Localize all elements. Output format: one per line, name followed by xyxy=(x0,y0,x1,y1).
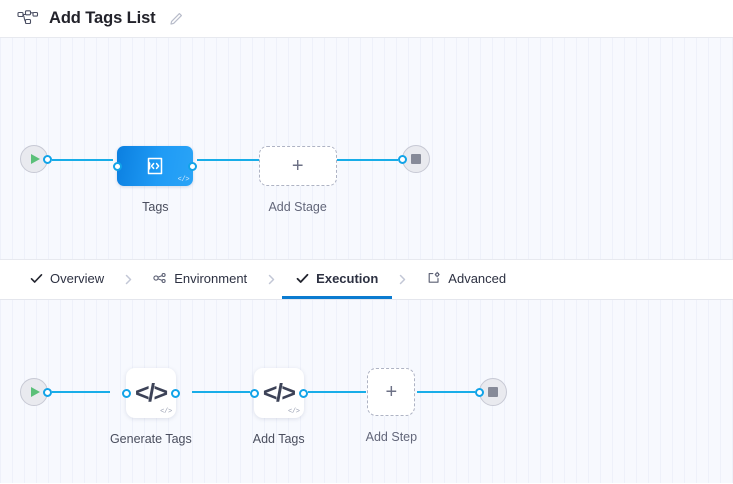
step-add-tags[interactable]: </> </> xyxy=(253,368,304,418)
generate-tags-output-port[interactable] xyxy=(170,388,180,398)
step-node-generate-tags[interactable]: </> </> Generate Tags xyxy=(110,368,192,446)
stage-node-tags[interactable]: </> Tags xyxy=(113,146,198,214)
check-icon xyxy=(30,272,43,285)
tab-separator xyxy=(392,260,413,299)
step-node-add-tags[interactable]: </> </> Add Tags xyxy=(249,368,308,446)
step-label-generate-tags: Generate Tags xyxy=(109,432,192,446)
edge-start-to-tags xyxy=(52,159,114,161)
tab-advanced[interactable]: Advanced xyxy=(413,260,520,299)
edge-add-step-to-end xyxy=(417,391,476,393)
code-file-icon xyxy=(144,155,166,177)
step-badge: </> xyxy=(160,408,172,416)
stage-end-node[interactable] xyxy=(397,145,430,173)
add-stage-button[interactable]: + xyxy=(258,146,337,186)
add-step-button[interactable]: + xyxy=(367,368,416,416)
plus-icon: + xyxy=(385,381,398,403)
add-tags-input-port[interactable] xyxy=(249,388,259,398)
tab-separator xyxy=(118,260,139,299)
start-output-port[interactable] xyxy=(43,154,52,164)
code-icon: </> xyxy=(135,378,168,407)
stage-flow: </> Tags + Add Stage xyxy=(0,145,733,214)
edge-tags-to-addstage xyxy=(197,159,259,161)
step-generate-tags[interactable]: </> </> xyxy=(125,368,176,418)
page-header: Add Tags List xyxy=(0,0,733,38)
code-icon: </> xyxy=(262,378,296,407)
environment-icon xyxy=(153,271,167,285)
add-step-node[interactable]: + Add Step xyxy=(366,368,417,444)
tab-overview[interactable]: Overview xyxy=(16,260,118,299)
add-stage-node[interactable]: + Add Stage xyxy=(258,146,337,214)
stage-badge: </> xyxy=(177,176,190,184)
tags-input-port[interactable] xyxy=(113,161,123,171)
stage-label-tags: Tags xyxy=(142,200,169,214)
add-stage-label: Add Stage xyxy=(268,200,327,214)
plus-icon: + xyxy=(291,155,304,177)
tags-output-port[interactable] xyxy=(188,161,198,171)
stage-start-node[interactable] xyxy=(20,145,52,173)
tab-execution[interactable]: Execution xyxy=(282,260,393,299)
execution-flow: </> </> Generate Tags </> </> Add Tags xyxy=(0,368,733,446)
tab-label-overview: Overview xyxy=(50,270,105,286)
page-title: Add Tags List xyxy=(49,9,156,27)
tab-label-environment: Environment xyxy=(174,270,248,286)
edge-add-tags-to-add-step xyxy=(307,391,366,393)
advanced-icon xyxy=(427,271,441,285)
edge-start-to-generate-tags xyxy=(52,391,110,393)
add-step-label: Add Step xyxy=(365,430,418,444)
step-label-add-tags: Add Tags xyxy=(252,432,305,446)
pipeline-icon xyxy=(17,9,39,28)
execution-end-node[interactable] xyxy=(475,378,508,406)
exec-end-input-port[interactable] xyxy=(475,387,485,397)
edge-addstage-to-end xyxy=(336,159,398,161)
edge-generate-tags-to-add-tags xyxy=(191,391,250,393)
execution-start-node[interactable] xyxy=(20,378,52,406)
generate-tags-input-port[interactable] xyxy=(121,388,131,398)
section-tabs[interactable]: Overview Environment Execution xyxy=(0,260,733,300)
stage-tags[interactable]: </> xyxy=(117,146,194,186)
end-input-port[interactable] xyxy=(397,154,407,164)
tab-environment[interactable]: Environment xyxy=(139,260,261,299)
check-icon xyxy=(296,272,309,285)
tab-label-advanced: Advanced xyxy=(448,270,507,286)
execution-canvas[interactable]: </> </> Generate Tags </> </> Add Tags xyxy=(0,300,733,483)
tab-label-execution: Execution xyxy=(316,270,379,286)
tab-separator xyxy=(261,260,282,299)
step-badge: </> xyxy=(287,408,300,416)
exec-start-output-port[interactable] xyxy=(43,387,52,397)
stage-canvas[interactable]: </> Tags + Add Stage xyxy=(0,38,733,260)
add-tags-output-port[interactable] xyxy=(298,388,308,398)
pencil-icon[interactable] xyxy=(168,11,184,27)
